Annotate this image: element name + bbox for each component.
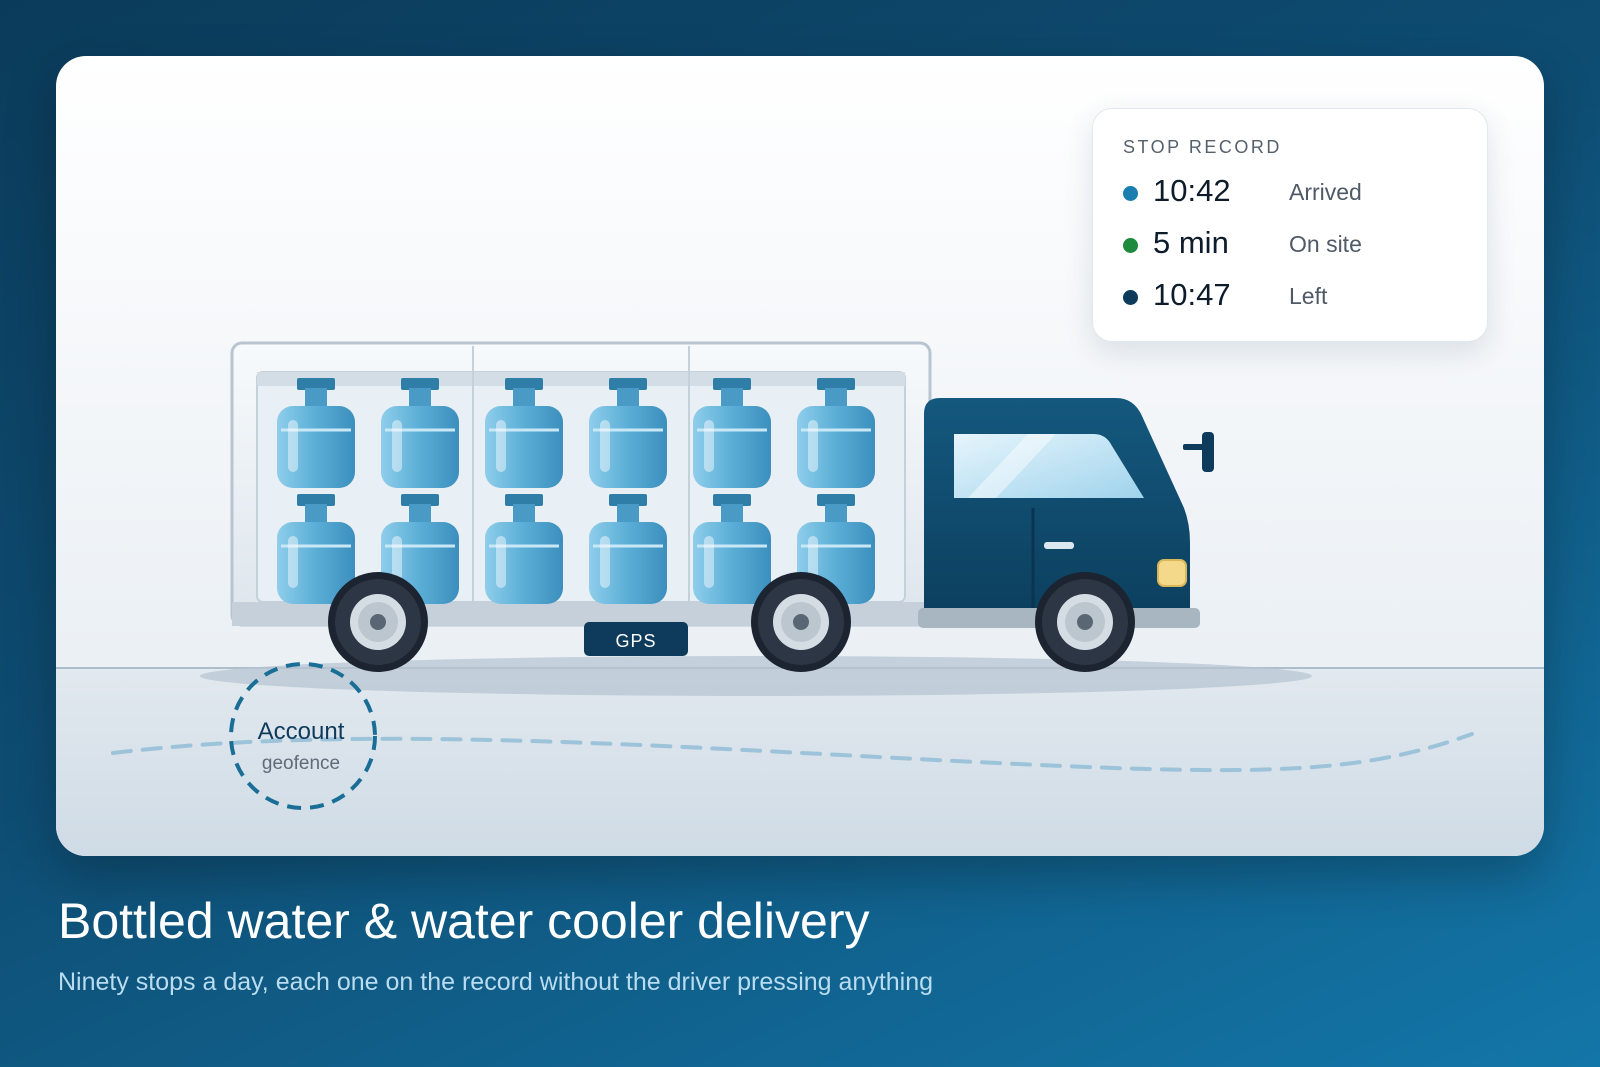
- water-bottle: [693, 494, 771, 604]
- page-title: Bottled water & water cooler delivery: [58, 893, 870, 949]
- water-bottle: [485, 494, 563, 604]
- ground: [56, 668, 1544, 856]
- left-label: Left: [1289, 283, 1328, 309]
- gps-tag-label: GPS: [615, 631, 656, 651]
- front-wheel: [1035, 572, 1135, 672]
- water-bottle: [693, 378, 771, 488]
- left-dot: [1123, 290, 1138, 305]
- on-site-dot: [1123, 238, 1138, 253]
- delivery-scene: GPS Account geofence: [56, 341, 1544, 856]
- water-bottle: [381, 378, 459, 488]
- water-bottle: [589, 378, 667, 488]
- geofence-subtitle: geofence: [262, 753, 340, 774]
- water-bottle: [277, 494, 355, 604]
- stop-record-row-on-site: 5 min On site: [1123, 225, 1463, 265]
- rear-wheel: [328, 572, 428, 672]
- stop-record-row-left: 10:47 Left: [1123, 277, 1463, 317]
- stop-record-card: STOP RECORD 10:42 Arrived 5 min On site …: [1092, 108, 1488, 342]
- stop-record-row-arrived: 10:42 Arrived: [1123, 173, 1463, 213]
- water-bottle: [589, 494, 667, 604]
- page-subtitle: Ninety stops a day, each one on the reco…: [58, 968, 934, 996]
- water-bottle: [485, 378, 563, 488]
- water-bottle: [277, 378, 355, 488]
- arrived-label: Arrived: [1289, 179, 1362, 205]
- arrived-time: 10:42: [1153, 173, 1231, 208]
- middle-wheel: [751, 572, 851, 672]
- geofence-title: Account: [258, 718, 345, 745]
- gps-tag: GPS: [584, 622, 688, 656]
- truck-cab: [918, 398, 1214, 628]
- truck-shadow: [200, 656, 1312, 696]
- on-site-duration: 5 min: [1153, 225, 1229, 260]
- water-bottles: [277, 378, 875, 604]
- stop-record-title: STOP RECORD: [1123, 137, 1282, 157]
- illustration-card: GPS Account geofence STOP RECORD 10:42 A…: [56, 56, 1544, 856]
- on-site-label: On site: [1289, 231, 1362, 257]
- account-geofence: Account geofence: [229, 662, 377, 810]
- arrived-dot: [1123, 186, 1138, 201]
- left-time: 10:47: [1153, 277, 1231, 312]
- route-path: [111, 732, 1474, 773]
- water-bottle: [797, 378, 875, 488]
